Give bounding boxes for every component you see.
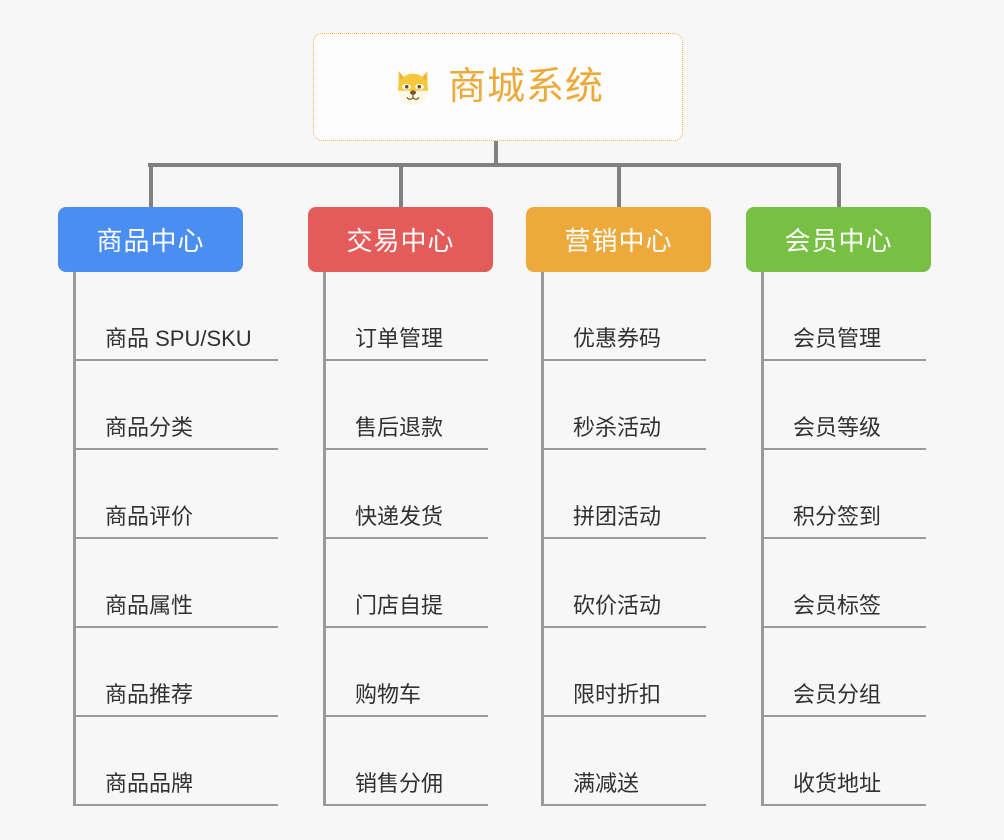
connector-drop-member-center [836,163,841,207]
connector-drop-marketing-center [616,163,621,207]
list-item[interactable]: 订单管理 [323,272,488,361]
category-title: 会员中心 [784,226,893,256]
list-item[interactable]: 拼团活动 [541,450,706,539]
sub-item-label: 优惠券码 [573,325,662,351]
column-stem-product-center [73,272,76,806]
list-item[interactable]: 会员分组 [761,628,926,717]
list-item[interactable]: 商品 SPU/SKU [73,272,278,361]
root-node[interactable]: 商城系统 [313,33,683,141]
list-item[interactable]: 积分签到 [761,450,926,539]
sub-item-label: 会员分组 [793,681,882,707]
sub-item-list-trade-center: 订单管理售后退款快递发货门店自提购物车销售分佣 [323,272,488,806]
sub-item-label: 拼团活动 [573,503,662,529]
category-box-member-center[interactable]: 会员中心 [746,207,931,272]
category-box-trade-center[interactable]: 交易中心 [308,207,493,272]
list-item[interactable]: 收货地址 [761,717,926,806]
column-stem-trade-center [323,272,326,806]
sub-item-list-member-center: 会员管理会员等级积分签到会员标签会员分组收货地址 [761,272,926,806]
sub-item-label: 砍价活动 [573,592,662,618]
sub-item-label: 商品推荐 [105,681,194,707]
sub-item-label: 会员管理 [793,325,882,351]
sub-item-list-product-center: 商品 SPU/SKU 商品分类商品评价商品属性商品推荐商品品牌 [73,272,278,806]
sub-item-label: 门店自提 [355,592,444,618]
sub-item-label: 销售分佣 [355,770,444,796]
list-item[interactable]: 销售分佣 [323,717,488,806]
sub-item-label: 订单管理 [355,325,444,351]
category-title: 商品中心 [96,226,205,256]
sub-item-label: 商品 SPU/SKU [105,325,252,351]
list-item[interactable]: 会员等级 [761,361,926,450]
list-item[interactable]: 限时折扣 [541,628,706,717]
list-item[interactable]: 商品分类 [73,361,278,450]
sub-item-label: 商品分类 [105,414,194,440]
sub-item-label: 会员等级 [793,414,882,440]
list-item[interactable]: 商品属性 [73,539,278,628]
shiba-dog-face-icon [392,67,434,109]
sub-item-list-marketing-center: 优惠券码秒杀活动拼团活动砍价活动限时折扣满减送 [541,272,706,806]
sub-item-label: 积分签到 [793,503,882,529]
list-item[interactable]: 商品评价 [73,450,278,539]
root-title: 商城系统 [447,66,604,108]
column-stem-member-center [761,272,764,806]
category-title: 交易中心 [346,226,455,256]
sub-item-label: 商品属性 [105,592,194,618]
list-item[interactable]: 砍价活动 [541,539,706,628]
sub-item-label: 商品评价 [105,503,194,529]
sub-item-label: 购物车 [355,681,422,707]
sub-item-label: 收货地址 [793,770,882,796]
list-item[interactable]: 快递发货 [323,450,488,539]
connector-horizontal-bus [148,163,840,167]
category-box-product-center[interactable]: 商品中心 [58,207,243,272]
sub-item-label: 会员标签 [793,592,882,618]
list-item[interactable]: 商品品牌 [73,717,278,806]
category-box-marketing-center[interactable]: 营销中心 [526,207,711,272]
list-item[interactable]: 商品推荐 [73,628,278,717]
list-item[interactable]: 会员标签 [761,539,926,628]
sub-item-label: 满减送 [573,770,640,796]
list-item[interactable]: 会员管理 [761,272,926,361]
category-title: 营销中心 [564,226,673,256]
list-item[interactable]: 满减送 [541,717,706,806]
list-item[interactable]: 秒杀活动 [541,361,706,450]
list-item[interactable]: 优惠券码 [541,272,706,361]
sub-item-label: 限时折扣 [573,681,662,707]
connector-drop-product-center [148,163,153,207]
sub-item-label: 售后退款 [355,414,444,440]
sub-item-label: 快递发货 [355,503,444,529]
connector-drop-trade-center [398,163,403,207]
list-item[interactable]: 门店自提 [323,539,488,628]
sub-item-label: 商品品牌 [105,770,194,796]
sub-item-label: 秒杀活动 [573,414,662,440]
list-item[interactable]: 售后退款 [323,361,488,450]
list-item[interactable]: 购物车 [323,628,488,717]
connector-root-vertical [494,141,498,166]
column-stem-marketing-center [541,272,544,806]
